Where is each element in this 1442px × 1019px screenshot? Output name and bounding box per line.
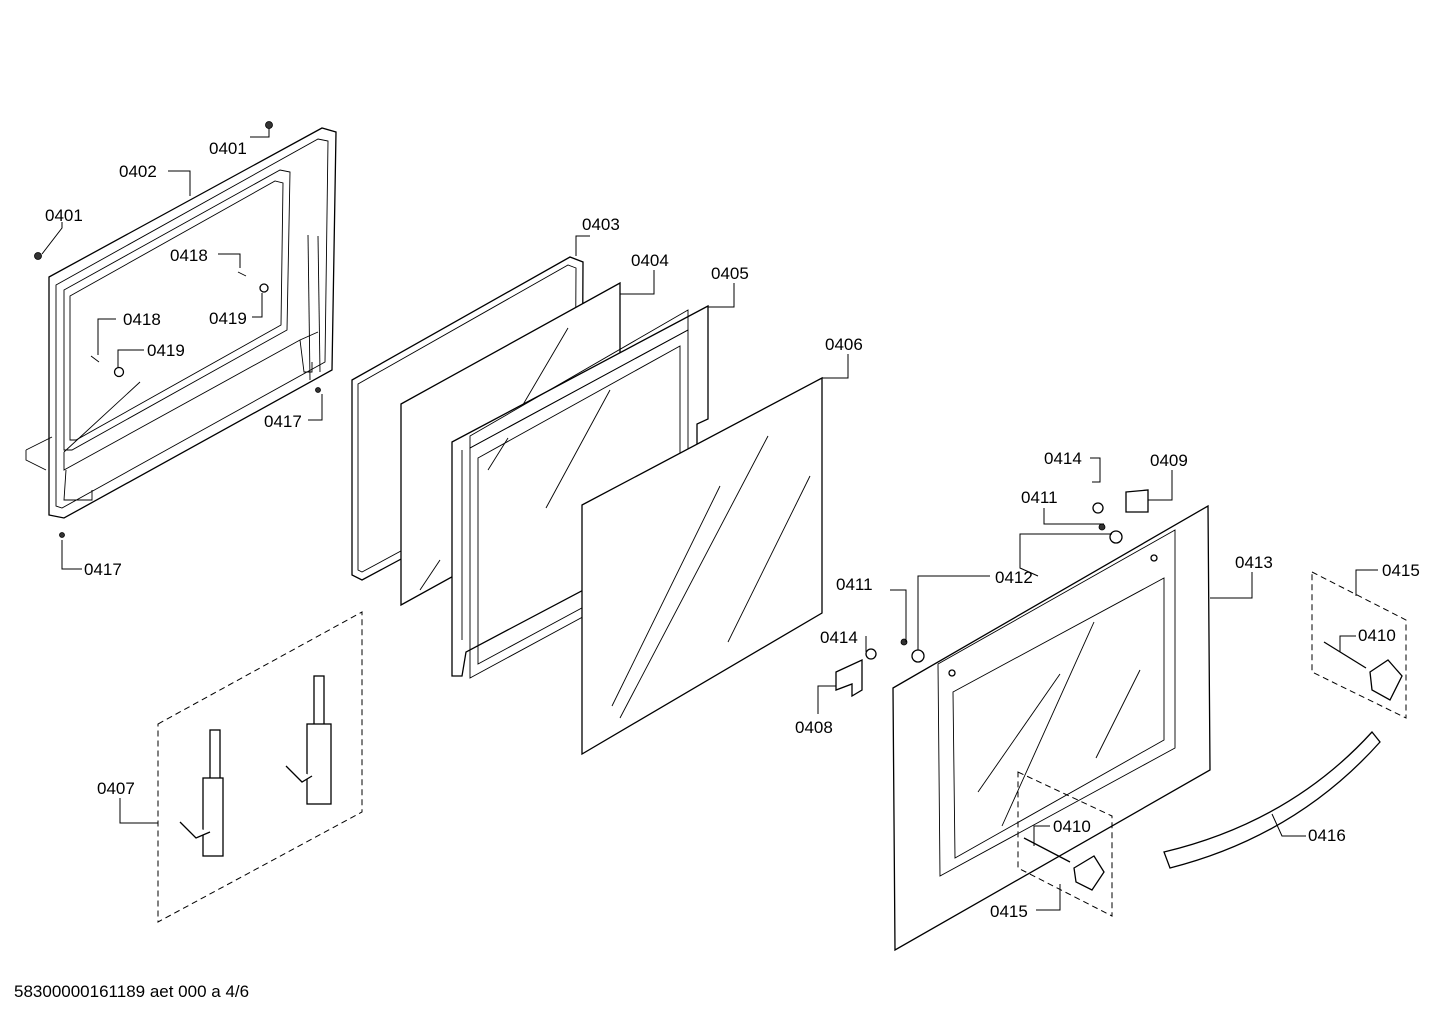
callout-0408: 0408 [795,718,833,737]
callout-0414-upper: 0414 [1044,449,1082,468]
callout-leaders [41,128,1378,911]
knob-set-center [1017,771,1113,917]
callout-0414-lower: 0414 [820,628,858,647]
hinge-assembly [157,611,363,923]
callout-0404: 0404 [631,251,669,270]
callout-0410-center: 0410 [1053,817,1091,836]
outer-glass-pane [581,376,823,756]
callout-0407: 0407 [97,779,135,798]
callout-0419-upper: 0419 [209,309,247,328]
callout-0401-left: 0401 [45,206,83,225]
callout-0405: 0405 [711,264,749,283]
callout-0412: 0412 [995,568,1033,587]
callout-0416: 0416 [1308,826,1346,845]
callout-0418-upper: 0418 [170,246,208,265]
bracket-parts-right [835,489,1149,698]
drawing-footer-id: 58300000161189 aet 000 a 4/6 [14,982,249,1001]
callout-0413: 0413 [1235,553,1273,572]
callout-0415-center: 0415 [990,902,1028,921]
callout-0417-left: 0417 [84,560,122,579]
inner-door-frame [25,127,337,519]
callout-0411-lower: 0411 [836,575,873,594]
callout-0403: 0403 [582,215,620,234]
outer-door-panel [892,504,1211,952]
door-handle [1163,730,1381,869]
callout-0410-right: 0410 [1358,626,1396,645]
callout-0415-right: 0415 [1382,561,1420,580]
screw-parts-left [34,121,321,538]
callout-0409: 0409 [1150,451,1188,470]
callout-0401-top: 0401 [209,139,247,158]
knob-set-right [1311,571,1407,719]
callout-0406: 0406 [825,335,863,354]
callout-0419-lower: 0419 [147,341,185,360]
callout-0402: 0402 [119,162,157,181]
callout-0417-right: 0417 [264,412,302,431]
callout-0411-upper: 0411 [1021,488,1058,507]
callout-0418-lower: 0418 [123,310,161,329]
